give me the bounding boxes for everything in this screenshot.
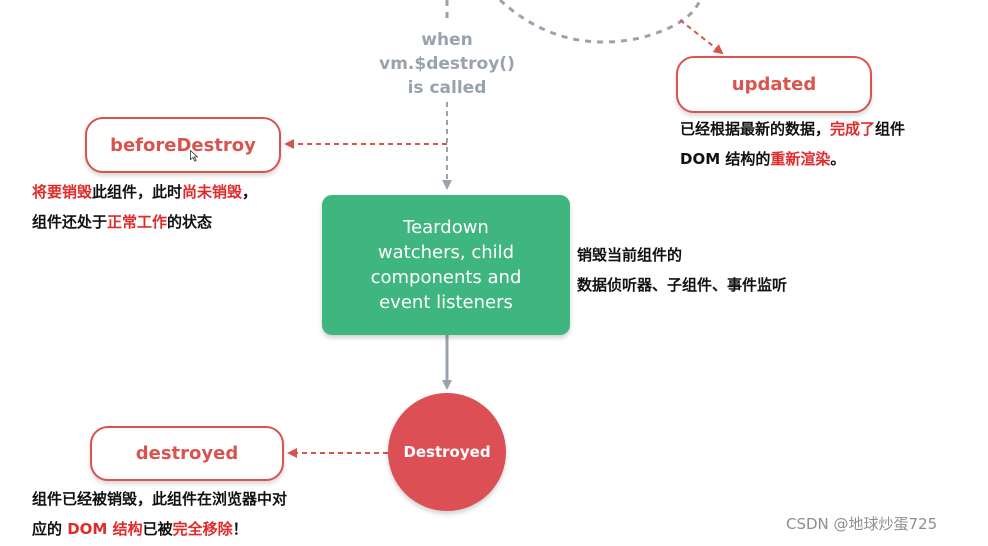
updated-hook-box: updated bbox=[676, 56, 872, 113]
teardown-line-3: components and bbox=[370, 267, 522, 288]
beforeDestroy-note-text: ， bbox=[242, 183, 258, 201]
teardown-note-line-2: 数据侦听器、子组件、事件监听 bbox=[577, 276, 788, 294]
updated-note-text: DOM 结构的 bbox=[680, 150, 771, 168]
trigger-line-2: vm.$destroy() bbox=[379, 54, 515, 74]
beforeDestroy-note-text: 组件还处于 bbox=[32, 213, 108, 231]
updated-note-text: 组件 bbox=[875, 120, 906, 138]
trigger-line-3: is called bbox=[407, 78, 487, 98]
updated-note-text: 。 bbox=[830, 150, 846, 168]
updated-note-highlight: 重新渲染 bbox=[770, 150, 831, 168]
updated-note-line-2: DOM 结构的重新渲染。 bbox=[680, 144, 905, 174]
beforeDestroy-note-text: 此组件，此时 bbox=[92, 183, 183, 201]
destroyed-note-line-1: 组件已经被销毁，此组件在浏览器中对 bbox=[32, 490, 288, 508]
destroyed-note-text: 已被 bbox=[142, 520, 173, 538]
beforeDestroy-note-highlight: 尚未销毁 bbox=[182, 183, 243, 201]
teardown-step-box: Teardown watchers, child components and … bbox=[322, 195, 570, 335]
beforeDestroy-note-line-1: 将要销毁此组件，此时尚未销毁， bbox=[32, 177, 257, 207]
destroyed-note-text: 应的 bbox=[32, 520, 68, 538]
destroyed-note-highlight: 完全移除 bbox=[172, 520, 233, 538]
trigger-line-1: when bbox=[421, 30, 473, 50]
destroy-trigger-text: when vm.$destroy() is called bbox=[352, 28, 542, 100]
beforeDestroy-note-text: 的状态 bbox=[167, 213, 213, 231]
mouse-cursor-icon bbox=[190, 150, 198, 162]
teardown-line-1: Teardown bbox=[403, 217, 489, 238]
teardown-line-2: watchers, child bbox=[377, 242, 515, 263]
updated-note: 已经根据最新的数据，完成了组件 DOM 结构的重新渲染。 bbox=[680, 114, 905, 174]
arrow-to-updated bbox=[679, 19, 724, 55]
beforeDestroy-note: 将要销毁此组件，此时尚未销毁， 组件还处于正常工作的状态 bbox=[32, 177, 257, 237]
teardown-note: 销毁当前组件的 数据侦听器、子组件、事件监听 bbox=[577, 240, 787, 300]
updated-note-line-1: 已经根据最新的数据，完成了组件 bbox=[680, 114, 905, 144]
destroyed-note-line-2: 应的 DOM 结构已被完全移除！ bbox=[32, 514, 287, 544]
teardown-note-line-1: 销毁当前组件的 bbox=[577, 246, 683, 264]
destroyed-note: 组件已经被销毁，此组件在浏览器中对 应的 DOM 结构已被完全移除！ bbox=[32, 484, 287, 544]
beforeDestroy-hook-box: beforeDestroy bbox=[85, 117, 281, 173]
destroyed-hook-box: destroyed bbox=[90, 426, 284, 481]
destroyed-state-circle: Destroyed bbox=[388, 393, 506, 511]
teardown-line-4: event listeners bbox=[379, 292, 513, 313]
updated-note-highlight: 完成了 bbox=[830, 120, 876, 138]
beforeDestroy-note-highlight: 正常工作 bbox=[107, 213, 168, 231]
csdn-watermark: CSDN @地球炒蛋725 bbox=[786, 515, 938, 533]
update-loop-curve bbox=[498, 0, 702, 44]
updated-note-text: 已经根据最新的数据， bbox=[680, 120, 831, 138]
destroyed-note-highlight: DOM 结构 bbox=[67, 520, 143, 538]
beforeDestroy-note-line-2: 组件还处于正常工作的状态 bbox=[32, 207, 257, 237]
beforeDestroy-note-highlight: 将要销毁 bbox=[32, 183, 93, 201]
destroyed-note-text: ！ bbox=[232, 520, 248, 538]
